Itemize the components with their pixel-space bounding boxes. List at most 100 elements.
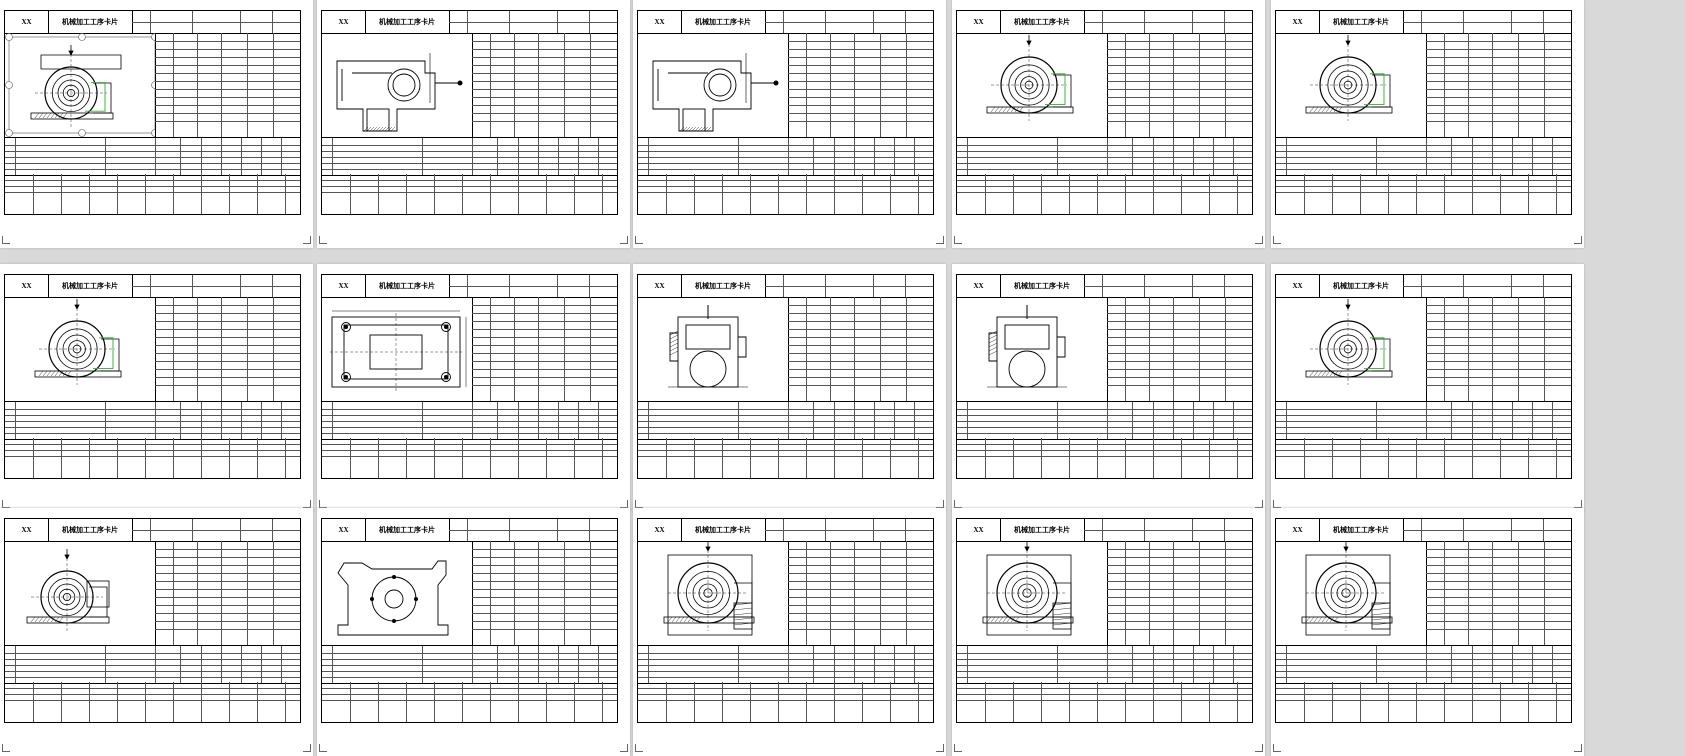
crop-mark <box>1255 236 1263 244</box>
operation-sketch <box>5 541 156 645</box>
header-fields <box>1403 275 1571 297</box>
process-info-table <box>1107 297 1252 401</box>
process-info-table <box>788 33 933 137</box>
crop-mark <box>954 744 962 752</box>
crop-mark <box>620 744 628 752</box>
crop-mark <box>635 500 643 508</box>
process-info-table <box>472 297 617 401</box>
company-name: XX <box>322 11 366 33</box>
step-table <box>638 137 933 176</box>
header-fields <box>132 275 300 297</box>
process-info-table <box>472 33 617 137</box>
signature-block <box>322 438 617 478</box>
header-fields <box>1084 275 1252 297</box>
operation-sketch <box>957 541 1108 645</box>
sketch-drawing <box>987 305 1067 388</box>
crop-mark <box>1574 744 1582 752</box>
process-info-table <box>155 33 300 137</box>
crop-mark <box>620 500 628 508</box>
sketch-drawing <box>663 541 755 636</box>
company-name: XX <box>1276 275 1320 297</box>
process-info-table <box>1426 297 1571 401</box>
sketch-drawing <box>26 549 110 631</box>
operation-sketch <box>1276 297 1427 401</box>
operation-sketch <box>957 33 1108 137</box>
company-name: XX <box>5 11 49 33</box>
step-table <box>322 137 617 176</box>
sketch-drawing <box>5 33 155 137</box>
header-fields <box>765 519 933 541</box>
operation-sketch <box>1276 33 1427 137</box>
signature-block <box>638 174 933 214</box>
crop-mark <box>303 500 311 508</box>
card-title: 机械加工工序卡片 <box>365 11 450 33</box>
operation-sketch <box>322 541 473 645</box>
crop-mark <box>1255 500 1263 508</box>
step-table <box>5 401 300 440</box>
company-name: XX <box>1276 519 1320 541</box>
step-table <box>957 401 1252 440</box>
operation-sketch <box>5 33 156 137</box>
header-fields <box>449 11 617 33</box>
sketch-drawing <box>982 541 1074 636</box>
signature-block <box>5 438 300 478</box>
step-table <box>322 645 617 684</box>
signature-block <box>5 682 300 722</box>
signature-block <box>322 174 617 214</box>
header-fields <box>1084 11 1252 33</box>
sketch-drawing <box>337 560 449 636</box>
crop-mark <box>620 236 628 244</box>
header-fields <box>449 519 617 541</box>
operation-sketch <box>322 297 473 401</box>
company-name: XX <box>322 519 366 541</box>
card-title: 机械加工工序卡片 <box>48 11 133 33</box>
signature-block <box>957 682 1252 722</box>
process-info-table <box>155 541 300 645</box>
process-info-table <box>1426 541 1571 645</box>
crop-mark <box>2 744 10 752</box>
step-table <box>1276 645 1571 684</box>
step-table <box>957 137 1252 176</box>
operation-sketch <box>322 33 473 137</box>
crop-mark <box>2 500 10 508</box>
process-info-table <box>1107 33 1252 137</box>
card-title: 机械加工工序卡片 <box>1000 519 1085 541</box>
header-fields <box>132 11 300 33</box>
card-title: 机械加工工序卡片 <box>1319 275 1404 297</box>
card-title: 机械加工工序卡片 <box>48 519 133 541</box>
crop-mark <box>1255 744 1263 752</box>
operation-sketch <box>957 297 1108 401</box>
crop-mark <box>954 500 962 508</box>
signature-block <box>1276 438 1571 478</box>
card-title: 机械加工工序卡片 <box>1000 11 1085 33</box>
signature-block <box>638 682 933 722</box>
process-info-table <box>788 297 933 401</box>
crop-mark <box>954 236 962 244</box>
process-info-table <box>1107 541 1252 645</box>
step-table <box>5 137 300 176</box>
